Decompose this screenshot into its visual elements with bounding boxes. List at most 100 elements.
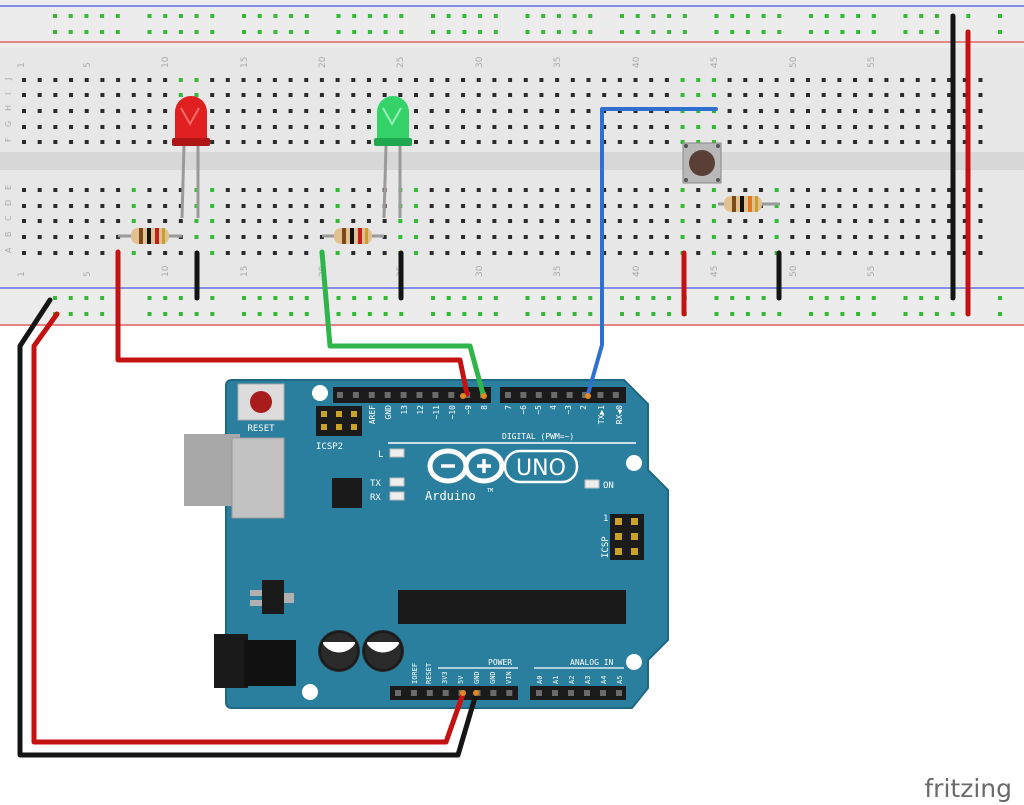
breadboard-hole[interactable]: [586, 93, 591, 97]
breadboard-hole[interactable]: [711, 235, 716, 239]
breadboard-hole[interactable]: [68, 312, 73, 316]
breadboard-hole[interactable]: [743, 125, 748, 129]
breadboard-hole[interactable]: [461, 125, 466, 129]
breadboard-hole[interactable]: [539, 251, 544, 255]
breadboard-hole[interactable]: [398, 78, 403, 82]
breadboard-hole[interactable]: [806, 188, 810, 192]
header-pin[interactable]: [416, 392, 423, 398]
breadboard-hole[interactable]: [461, 188, 466, 192]
breadboard-hole[interactable]: [508, 204, 513, 208]
breadboard-hole[interactable]: [431, 296, 435, 300]
breadboard-hole[interactable]: [478, 30, 483, 34]
breadboard-hole[interactable]: [664, 251, 669, 255]
breadboard-hole[interactable]: [429, 188, 434, 192]
breadboard-hole[interactable]: [476, 204, 481, 208]
breadboard-hole[interactable]: [210, 204, 215, 208]
breadboard-hole[interactable]: [414, 188, 418, 192]
breadboard-hole[interactable]: [272, 140, 277, 144]
breadboard-hole[interactable]: [194, 93, 199, 97]
breadboard-hole[interactable]: [288, 109, 293, 113]
breadboard-hole[interactable]: [806, 93, 810, 97]
breadboard-hole[interactable]: [602, 140, 607, 144]
breadboard-hole[interactable]: [53, 125, 58, 129]
breadboard-hole[interactable]: [774, 125, 779, 129]
breadboard-hole[interactable]: [539, 109, 544, 113]
breadboard-hole[interactable]: [225, 78, 230, 82]
breadboard-hole[interactable]: [947, 188, 952, 192]
breadboard-hole[interactable]: [837, 219, 842, 223]
breadboard-hole[interactable]: [853, 219, 858, 223]
breadboard-hole[interactable]: [53, 219, 58, 223]
breadboard-hole[interactable]: [931, 78, 936, 82]
breadboard-hole[interactable]: [539, 188, 544, 192]
breadboard-hole[interactable]: [556, 14, 561, 18]
breadboard-hole[interactable]: [758, 125, 763, 129]
breadboard-hole[interactable]: [115, 14, 120, 18]
header-pin[interactable]: [410, 690, 417, 696]
breadboard-hole[interactable]: [602, 204, 607, 208]
breadboard-hole[interactable]: [978, 140, 983, 144]
breadboard-hole[interactable]: [523, 109, 528, 113]
breadboard-hole[interactable]: [525, 14, 530, 18]
breadboard-hole[interactable]: [651, 30, 656, 34]
breadboard-hole[interactable]: [821, 251, 826, 255]
breadboard-hole[interactable]: [414, 78, 418, 82]
breadboard-hole[interactable]: [241, 125, 246, 129]
breadboard-hole[interactable]: [871, 30, 876, 34]
breadboard-hole[interactable]: [853, 109, 858, 113]
breadboard-hole[interactable]: [541, 14, 546, 18]
breadboard-hole[interactable]: [884, 219, 889, 223]
breadboard-hole[interactable]: [711, 188, 716, 192]
breadboard-hole[interactable]: [194, 188, 199, 192]
breadboard-hole[interactable]: [570, 93, 575, 97]
breadboard-hole[interactable]: [178, 30, 183, 34]
breadboard-hole[interactable]: [868, 235, 873, 239]
breadboard-hole[interactable]: [178, 78, 183, 82]
breadboard-hole[interactable]: [555, 78, 560, 82]
breadboard-hole[interactable]: [824, 14, 829, 18]
breadboard-hole[interactable]: [840, 14, 845, 18]
breadboard-hole[interactable]: [414, 204, 418, 208]
breadboard-hole[interactable]: [288, 204, 293, 208]
breadboard-hole[interactable]: [351, 251, 356, 255]
breadboard-hole[interactable]: [100, 296, 105, 300]
breadboard-hole[interactable]: [821, 109, 826, 113]
breadboard-hole[interactable]: [382, 78, 387, 82]
breadboard-hole[interactable]: [649, 93, 654, 97]
breadboard-hole[interactable]: [664, 235, 669, 239]
breadboard-hole[interactable]: [696, 93, 701, 97]
breadboard-hole[interactable]: [257, 219, 262, 223]
breadboard-hole[interactable]: [352, 296, 357, 300]
breadboard-hole[interactable]: [758, 140, 763, 144]
breadboard-hole[interactable]: [824, 30, 829, 34]
breadboard-hole[interactable]: [790, 125, 795, 129]
breadboard-hole[interactable]: [915, 125, 920, 129]
breadboard-hole[interactable]: [806, 235, 810, 239]
breadboard-hole[interactable]: [508, 78, 513, 82]
breadboard-hole[interactable]: [336, 14, 341, 18]
breadboard-hole[interactable]: [336, 30, 341, 34]
breadboard-hole[interactable]: [790, 93, 795, 97]
breadboard-hole[interactable]: [257, 251, 262, 255]
breadboard-hole[interactable]: [525, 296, 530, 300]
breadboard-hole[interactable]: [319, 188, 324, 192]
breadboard-hole[interactable]: [178, 219, 183, 223]
breadboard-hole[interactable]: [931, 188, 936, 192]
breadboard-hole[interactable]: [163, 219, 168, 223]
breadboard-hole[interactable]: [934, 14, 939, 18]
breadboard-hole[interactable]: [856, 312, 861, 316]
breadboard-hole[interactable]: [806, 140, 810, 144]
breadboard-hole[interactable]: [53, 188, 58, 192]
breadboard-hole[interactable]: [821, 219, 826, 223]
breadboard-hole[interactable]: [319, 93, 324, 97]
breadboard-hole[interactable]: [163, 14, 168, 18]
breadboard-hole[interactable]: [116, 78, 121, 82]
breadboard-hole[interactable]: [241, 219, 246, 223]
breadboard-hole[interactable]: [761, 296, 766, 300]
breadboard-hole[interactable]: [414, 125, 418, 129]
breadboard-hole[interactable]: [462, 30, 467, 34]
breadboard-hole[interactable]: [664, 125, 669, 129]
breadboard-hole[interactable]: [539, 140, 544, 144]
breadboard-hole[interactable]: [37, 188, 42, 192]
breadboard-hole[interactable]: [837, 188, 842, 192]
